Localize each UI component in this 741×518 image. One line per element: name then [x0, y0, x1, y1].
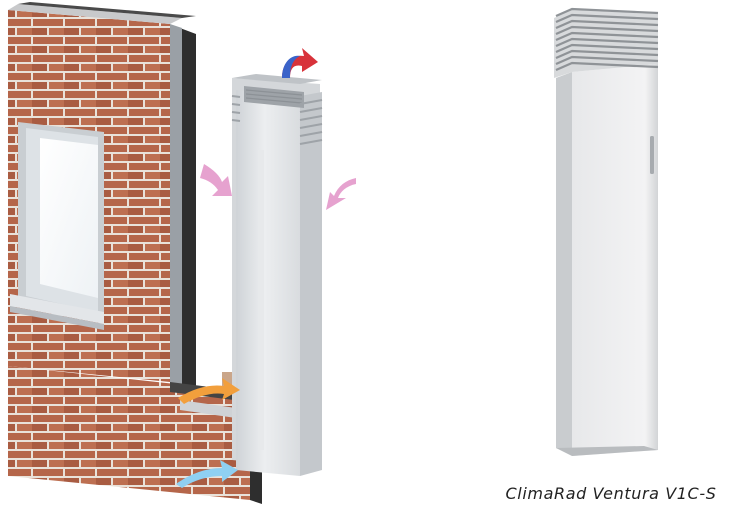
window: [10, 122, 104, 330]
airflow-intake-arrow: [176, 460, 238, 488]
airflow-out-arrow: [282, 48, 318, 78]
airflow-supply-arrow: [178, 378, 240, 404]
product-caption: ClimaRad Ventura V1C-S: [505, 484, 717, 503]
product-ventura-unit: [554, 7, 659, 456]
airflow-in-arrow-left: [200, 164, 232, 196]
ventilation-unit-exploded: [231, 74, 323, 476]
airflow-in-arrow-right: [326, 178, 356, 210]
